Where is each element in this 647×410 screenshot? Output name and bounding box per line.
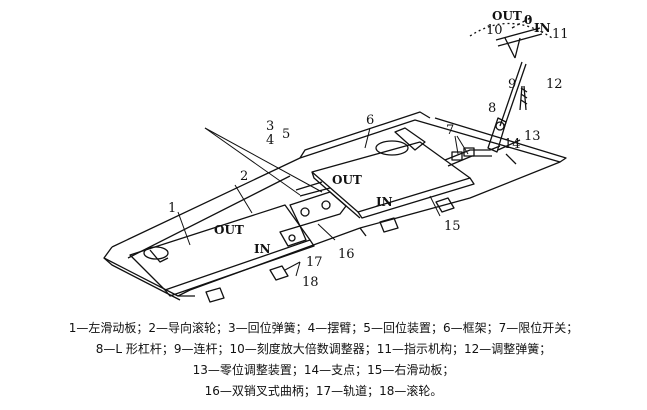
label-16: 16 bbox=[338, 247, 355, 262]
caption-line-1: 1—左滑动板；2—导向滚轮；3—回位弹簧；4—摆臂；5—回位装置；6—框架；7—… bbox=[68, 321, 579, 335]
mechanism-diagram: 1 2 3 4 5 6 7 8 9 10 11 12 13 14 15 16 1… bbox=[103, 9, 569, 303]
label-13: 13 bbox=[524, 129, 541, 144]
word-in-left: IN bbox=[254, 242, 271, 256]
label-2: 2 bbox=[240, 169, 248, 184]
linkage bbox=[444, 17, 553, 167]
label-6: 6 bbox=[366, 113, 374, 128]
word-zero-dial: 0 bbox=[524, 13, 532, 27]
word-in-right: IN bbox=[376, 195, 393, 209]
word-out-dial: OUT bbox=[492, 9, 522, 23]
roller-left bbox=[205, 265, 289, 303]
label-5: 5 bbox=[282, 127, 290, 142]
word-out-right: OUT bbox=[332, 173, 362, 187]
label-17: 17 bbox=[306, 255, 323, 270]
word-out-left: OUT bbox=[214, 223, 244, 237]
caption-line-3: 13—零位调整装置；14—支点；15—右滑动板； bbox=[192, 363, 455, 377]
label-12: 12 bbox=[546, 77, 563, 92]
label-1: 1 bbox=[168, 201, 176, 216]
caption-line-2: 8—L 形杠杆；9—连杆；10—刻度放大倍数调整器；11—指示机构；12—调整弹… bbox=[95, 342, 552, 356]
label-3: 3 bbox=[266, 119, 274, 134]
label-9: 9 bbox=[508, 77, 516, 92]
left-sliding-plate bbox=[129, 204, 315, 297]
word-in-dial: IN bbox=[534, 21, 551, 35]
label-4: 4 bbox=[266, 133, 274, 148]
label-11: 11 bbox=[552, 27, 569, 42]
label-14: 14 bbox=[504, 137, 521, 152]
label-18: 18 bbox=[302, 275, 319, 290]
double-pin-fork-crank bbox=[279, 181, 347, 247]
label-7: 7 bbox=[446, 123, 454, 138]
leader-lines bbox=[177, 127, 469, 277]
caption-line-4: 16—双销叉式曲柄；17—轨道；18—滚轮。 bbox=[204, 384, 443, 398]
label-8: 8 bbox=[488, 101, 496, 116]
roller-right bbox=[379, 197, 455, 233]
label-10: 10 bbox=[486, 23, 503, 38]
label-15: 15 bbox=[444, 219, 461, 234]
